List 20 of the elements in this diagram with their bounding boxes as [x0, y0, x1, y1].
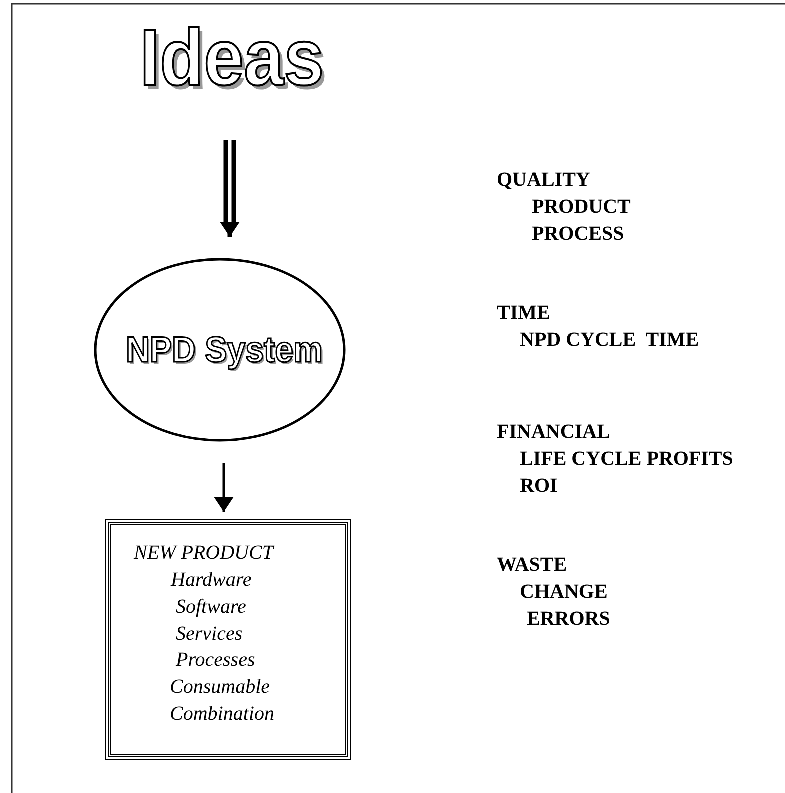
criteria-text: LIFE CYCLE PROFITS — [520, 449, 734, 469]
criteria-text: ERRORS — [527, 609, 610, 629]
list-item: Software — [176, 597, 246, 617]
criteria-text: WASTE — [497, 555, 568, 575]
list-item: Consumable — [170, 677, 270, 697]
box-heading: NEW PRODUCT — [134, 543, 274, 563]
criteria-text: NPD CYCLE TIME — [520, 330, 700, 350]
list-item: Combination — [170, 704, 274, 724]
criteria-text: PROCESS — [532, 224, 624, 244]
list-item: Hardware — [171, 570, 252, 590]
list-item: Processes — [176, 650, 256, 670]
title-text: Ideas — [140, 18, 324, 98]
list-item: Services — [176, 624, 243, 644]
output-box — [108, 522, 348, 757]
criteria-text: ROI — [520, 476, 558, 496]
criteria-text: PRODUCT — [532, 197, 631, 217]
criteria-text: TIME — [497, 303, 550, 323]
criteria-text: QUALITY — [497, 170, 590, 190]
criteria-text: CHANGE — [520, 582, 608, 602]
criteria-text: FINANCIAL — [497, 422, 610, 442]
